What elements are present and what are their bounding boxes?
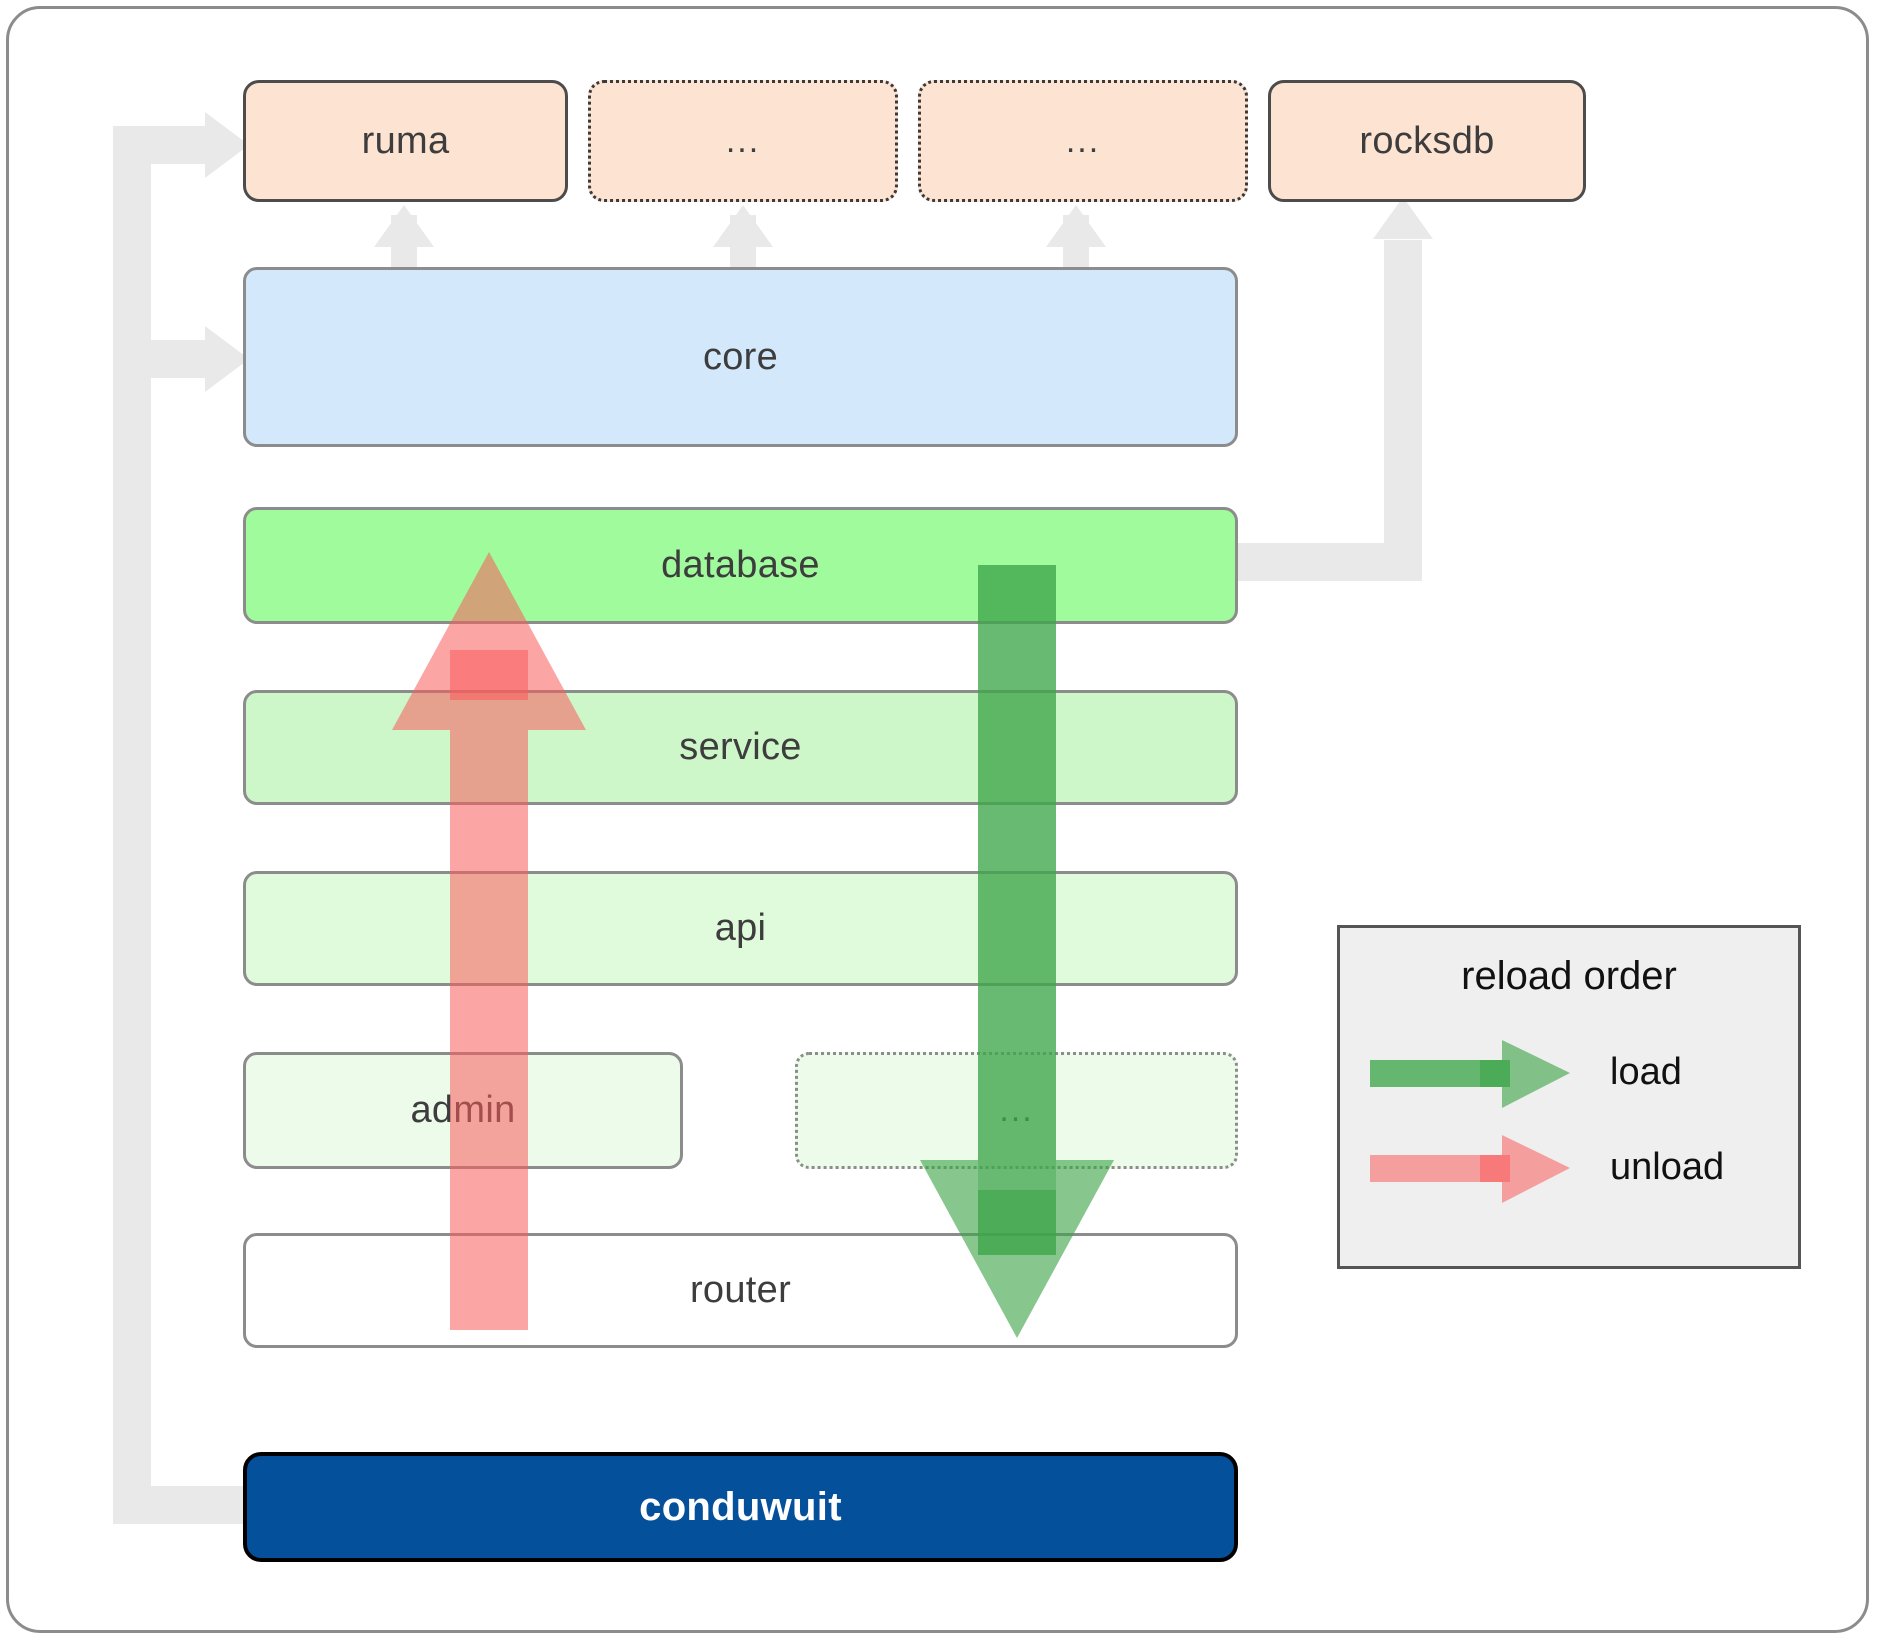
node-api-label: api bbox=[714, 907, 767, 949]
diagram-frame bbox=[6, 6, 1869, 1633]
node-core[interactable]: core bbox=[243, 267, 1238, 447]
connector-arrowhead-rocksdb bbox=[1373, 197, 1433, 239]
connector-segment-to-ruma bbox=[113, 126, 213, 164]
node-api-placeholder[interactable]: ... bbox=[795, 1052, 1238, 1169]
node-service[interactable]: service bbox=[243, 690, 1238, 805]
connector-core-to-ext3-arrowhead bbox=[1046, 205, 1106, 247]
node-admin[interactable]: admin bbox=[243, 1052, 683, 1169]
node-external-placeholder-1-label: ... bbox=[725, 121, 761, 160]
legend-title: reload order bbox=[1461, 954, 1677, 998]
node-admin-label: admin bbox=[410, 1089, 516, 1131]
connector-database-to-rocksdb-vertical bbox=[1384, 240, 1422, 581]
node-conduwuit[interactable]: conduwuit bbox=[243, 1452, 1238, 1562]
node-router[interactable]: router bbox=[243, 1233, 1238, 1348]
node-api[interactable]: api bbox=[243, 871, 1238, 986]
connector-trunk-vertical bbox=[113, 128, 151, 1524]
node-conduwuit-label: conduwuit bbox=[639, 1484, 842, 1529]
legend-label-unload: unload bbox=[1610, 1146, 1725, 1188]
node-service-label: service bbox=[679, 726, 802, 768]
node-external-placeholder-2-label: ... bbox=[1065, 121, 1101, 160]
node-external-placeholder-2[interactable]: ... bbox=[918, 80, 1248, 202]
node-rocksdb[interactable]: rocksdb bbox=[1268, 80, 1586, 202]
connector-arrowhead-core bbox=[205, 326, 249, 392]
node-core-label: core bbox=[702, 335, 779, 378]
connector-core-to-ruma-arrowhead bbox=[374, 205, 434, 247]
node-database-label: database bbox=[661, 544, 820, 586]
unload-arrow-icon bbox=[1370, 1135, 1570, 1203]
node-ruma[interactable]: ruma bbox=[243, 80, 568, 202]
connector-core-to-ext2-arrowhead bbox=[713, 205, 773, 247]
node-database[interactable]: database bbox=[243, 507, 1238, 624]
node-external-placeholder-1[interactable]: ... bbox=[588, 80, 898, 202]
legend-arrow-icons bbox=[1370, 1040, 1570, 1203]
node-router-label: router bbox=[689, 1269, 792, 1311]
connector-segment-to-app bbox=[113, 1486, 243, 1524]
legend-panel: reload order load unload bbox=[1337, 925, 1801, 1269]
connector-segment-to-core bbox=[113, 340, 213, 378]
node-rocksdb-label: rocksdb bbox=[1359, 119, 1495, 162]
legend-label-load: load bbox=[1610, 1051, 1682, 1093]
node-api-placeholder-label: ... bbox=[999, 1091, 1034, 1129]
load-arrow-icon bbox=[1370, 1040, 1570, 1108]
connector-arrowhead-ruma bbox=[205, 112, 249, 178]
node-ruma-label: ruma bbox=[361, 119, 450, 162]
